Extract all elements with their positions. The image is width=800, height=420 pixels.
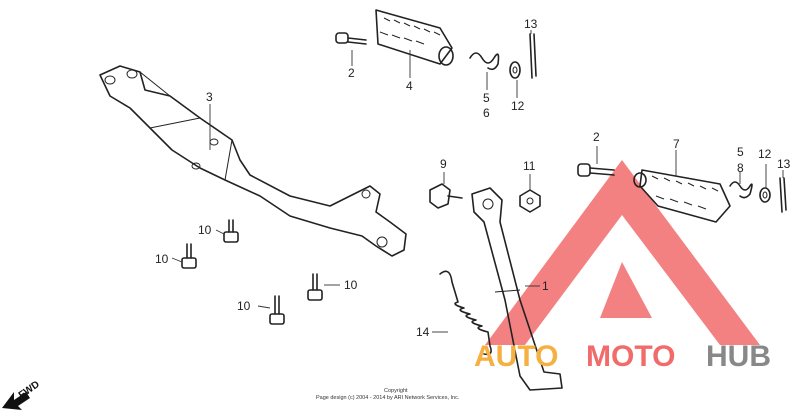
bolt-part-10-d — [257, 295, 285, 325]
watermark-logo — [485, 160, 760, 345]
pin-part-2-upper — [335, 32, 367, 66]
fwd-arrow-icon: FWD — [2, 379, 42, 410]
copyright-line-1: Copyright — [384, 388, 408, 394]
stand-spring-part-14 — [432, 270, 492, 356]
cotter-pin-part-13-upper — [529, 30, 537, 79]
callout-2-upper: 2 — [348, 66, 355, 80]
bolt-part-10-b — [171, 243, 197, 269]
bolt-part-10-c — [307, 273, 340, 301]
pin-part-2-right — [577, 146, 615, 177]
copyright-line-2: Page design (c) 2004 - 2014 by ARI Netwo… — [316, 395, 460, 401]
callout-12-upper: 12 — [511, 99, 525, 113]
watermark-hub: HUB — [706, 340, 771, 373]
watermark-triangle — [485, 160, 760, 345]
callout-7: 7 — [673, 137, 680, 151]
washer-part-12-right — [759, 164, 771, 203]
bolt-part-9 — [429, 172, 463, 209]
callout-2-right: 2 — [593, 130, 600, 144]
watermark-moto: MOTO — [586, 340, 675, 373]
callout-14: 14 — [416, 325, 430, 339]
callout-12-right: 12 — [758, 147, 772, 161]
callout-11: 11 — [523, 159, 536, 173]
washer-part-12-upper — [509, 61, 521, 98]
footpeg-part-7-right — [633, 150, 731, 223]
callout-8: 8 — [737, 161, 744, 175]
spring-part-8-right — [729, 172, 753, 199]
callout-5-right: 5 — [737, 145, 744, 159]
side-stand-part-1 — [471, 187, 563, 391]
spring-part-5-upper — [469, 52, 500, 90]
bolt-part-10-a — [215, 219, 239, 243]
footpeg-part-4-upper — [375, 9, 454, 78]
callout-1: 1 — [542, 279, 549, 293]
nut-part-11 — [519, 174, 541, 213]
callout-3: 3 — [206, 90, 213, 104]
callout-4: 4 — [406, 79, 413, 93]
callout-10-a: 10 — [198, 223, 212, 237]
callout-10-c: 10 — [344, 278, 358, 292]
step-bar-part-3 — [99, 65, 407, 257]
callout-5-upper: 5 — [483, 91, 490, 105]
callout-13-upper: 13 — [524, 17, 538, 31]
callout-9: 9 — [440, 157, 447, 171]
callout-13-right: 13 — [777, 157, 791, 171]
watermark-text: AUTO MOTO HUB — [474, 340, 771, 373]
callout-6: 6 — [483, 106, 490, 120]
callout-10-d: 10 — [237, 299, 251, 313]
cotter-pin-part-13-right — [779, 170, 787, 213]
callout-10-b: 10 — [155, 252, 169, 266]
watermark-auto: AUTO — [474, 340, 558, 373]
